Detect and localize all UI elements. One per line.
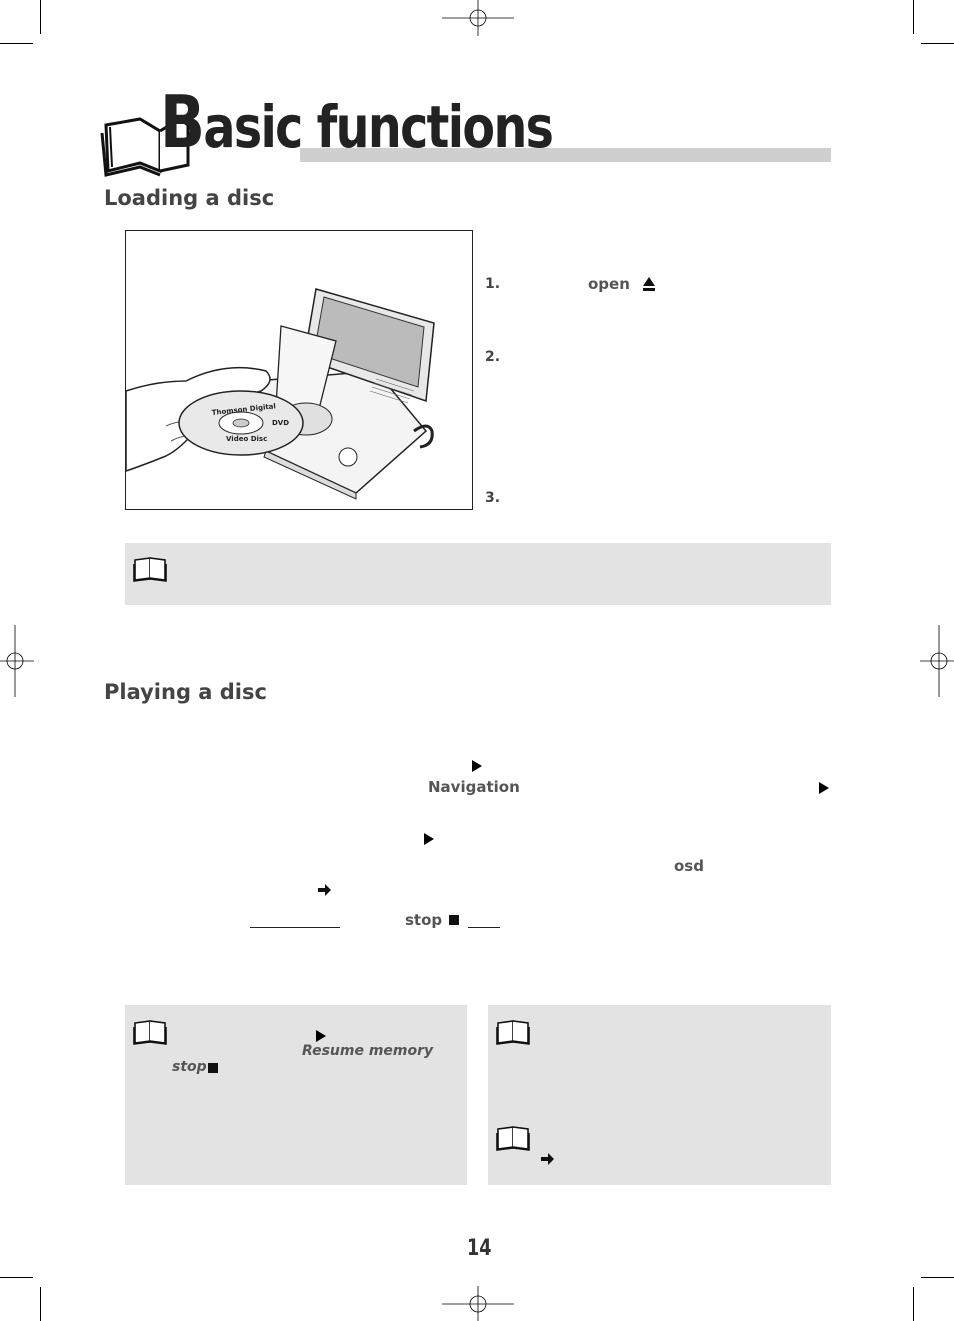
osd-keyword: osd [674, 857, 704, 875]
arrow-right-icon [541, 1153, 554, 1165]
loading-note-box [125, 543, 831, 605]
book-icon [496, 1020, 530, 1045]
right-note-box [488, 1005, 831, 1185]
play-icon [472, 760, 482, 772]
disc-label-bottom: Video Disc [226, 435, 267, 443]
page-title: Basic functions [160, 86, 554, 161]
stop-keyword: stop [405, 911, 443, 929]
dvd-player-illustration: Thomson Digital Video Disc DVD [125, 288, 435, 500]
resume-memory-keyword: Resume memory [302, 1043, 434, 1059]
crop-mark [40, 1287, 41, 1321]
book-icon [133, 557, 167, 582]
title-underline-bar [300, 148, 831, 162]
arrow-right-icon [318, 884, 331, 896]
stop-keyword-note: stop [172, 1059, 207, 1075]
step-number-3: 3. [485, 490, 501, 506]
play-icon [819, 782, 829, 794]
navigation-keyword: Navigation [428, 778, 520, 796]
crop-mark [40, 0, 41, 34]
section-heading-playing: Playing a disc [104, 680, 267, 704]
title-initial: B [160, 80, 205, 164]
crop-mark [913, 0, 914, 34]
stop-icon [208, 1063, 218, 1073]
underline-blank [468, 927, 500, 928]
book-icon [100, 117, 190, 177]
play-icon [316, 1030, 326, 1042]
registration-mark [442, 1286, 514, 1321]
crop-mark [0, 43, 33, 44]
registration-mark [920, 625, 954, 697]
play-icon [424, 833, 434, 845]
disc-logo: DVD [272, 419, 289, 427]
title-rest: asic functions [203, 93, 554, 161]
step-number-1: 1. [485, 276, 501, 292]
registration-mark [442, 0, 514, 36]
section-heading-loading: Loading a disc [104, 186, 275, 210]
page-number: 14 [467, 1236, 492, 1261]
underline-blank [250, 927, 340, 928]
crop-mark [913, 1287, 914, 1321]
open-keyword: open [588, 275, 630, 293]
book-icon [496, 1126, 530, 1151]
eject-icon [643, 277, 655, 291]
loading-illustration: Thomson Digital Video Disc DVD [125, 230, 473, 510]
stop-icon [449, 915, 459, 925]
crop-mark [921, 1277, 954, 1278]
book-icon [133, 1020, 167, 1045]
crop-mark [921, 43, 954, 44]
registration-mark [0, 625, 34, 697]
step-number-2: 2. [485, 349, 501, 365]
crop-mark [0, 1277, 33, 1278]
resume-note-box [125, 1005, 467, 1185]
